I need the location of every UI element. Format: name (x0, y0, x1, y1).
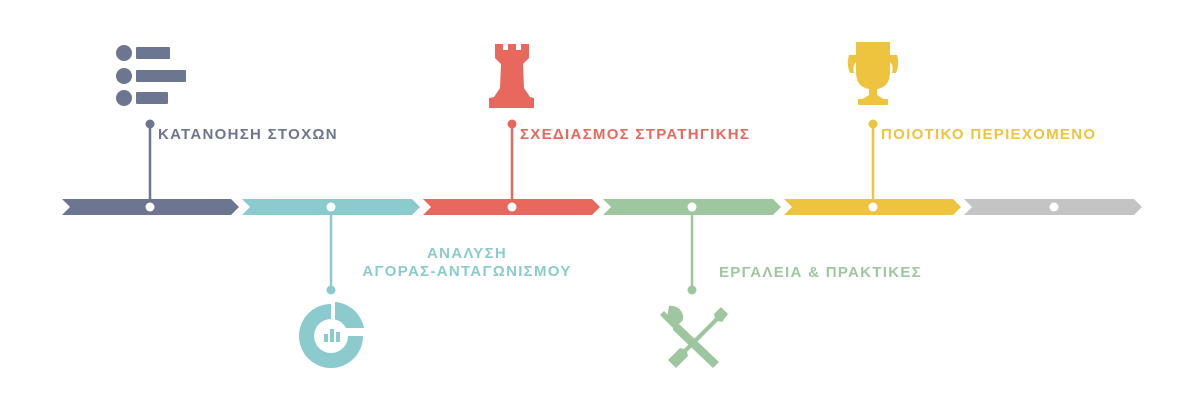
timeline-bar (62, 199, 1142, 215)
timeline-node-3 (507, 202, 517, 212)
timeline-node-5 (868, 202, 878, 212)
step-label-line: ΠΟΙΟΤΙΚΟ ΠΕΡΙΕΧΟΜΕΝΟ (881, 126, 1097, 143)
timeline-node-1 (145, 202, 155, 212)
list-icon (116, 45, 186, 106)
connector-end-dot-3 (507, 119, 517, 129)
step-label-quality-content: ΠΟΙΟΤΙΚΟ ΠΕΡΙΕΧΟΜΕΝΟ (881, 126, 1096, 144)
chess-rook-icon (489, 44, 534, 108)
timeline-node-4 (687, 202, 697, 212)
connector-end-dots (145, 119, 878, 295)
timeline-node-2 (326, 202, 336, 212)
trophy-icon (847, 42, 899, 105)
connector-end-dot-5 (868, 119, 878, 129)
step-label-tools-practices: ΕΡΓΑΛΕΙΑ & ΠΡΑΚΤΙΚΕΣ (719, 264, 922, 282)
step-label-understanding-goals: ΚΑΤΑΝΟΗΣΗ ΣΤΟΧΩΝ (158, 126, 338, 144)
step-label-market-analysis: ΑΝΑΛΥΣΗ ΑΓΟΡΑΣ-ΑΝΤΑΓΩΝΙΣΜΟΥ (362, 245, 571, 281)
timeline-node-6 (1049, 202, 1059, 212)
step-label-line: ΑΓΟΡΑΣ-ΑΝΤΑΓΩΝΙΣΜΟΥ (362, 263, 572, 280)
pie-chart-icon (299, 302, 364, 368)
step-label-strategy-planning: ΣΧΕΔΙΑΣΜΟΣ ΣΤΡΑΤΗΓΙΚΗΣ (520, 126, 750, 144)
step-label-line: ΕΡΓΑΛΕΙΑ & ΠΡΑΚΤΙΚΕΣ (719, 264, 922, 281)
step-label-line: ΣΧΕΔΙΑΣΜΟΣ ΣΤΡΑΤΗΓΙΚΗΣ (520, 126, 751, 143)
connector-end-dot-2 (326, 285, 336, 295)
connector-lines (148, 124, 875, 290)
timeline-nodes (145, 202, 1059, 212)
connector-end-dot-1 (145, 119, 155, 129)
step-label-line: ΚΑΤΑΝΟΗΣΗ ΣΤΟΧΩΝ (158, 126, 338, 143)
step-label-line: ΑΝΑΛΥΣΗ (426, 245, 508, 262)
tools-icon (660, 305, 728, 368)
connector-end-dot-4 (687, 285, 697, 295)
